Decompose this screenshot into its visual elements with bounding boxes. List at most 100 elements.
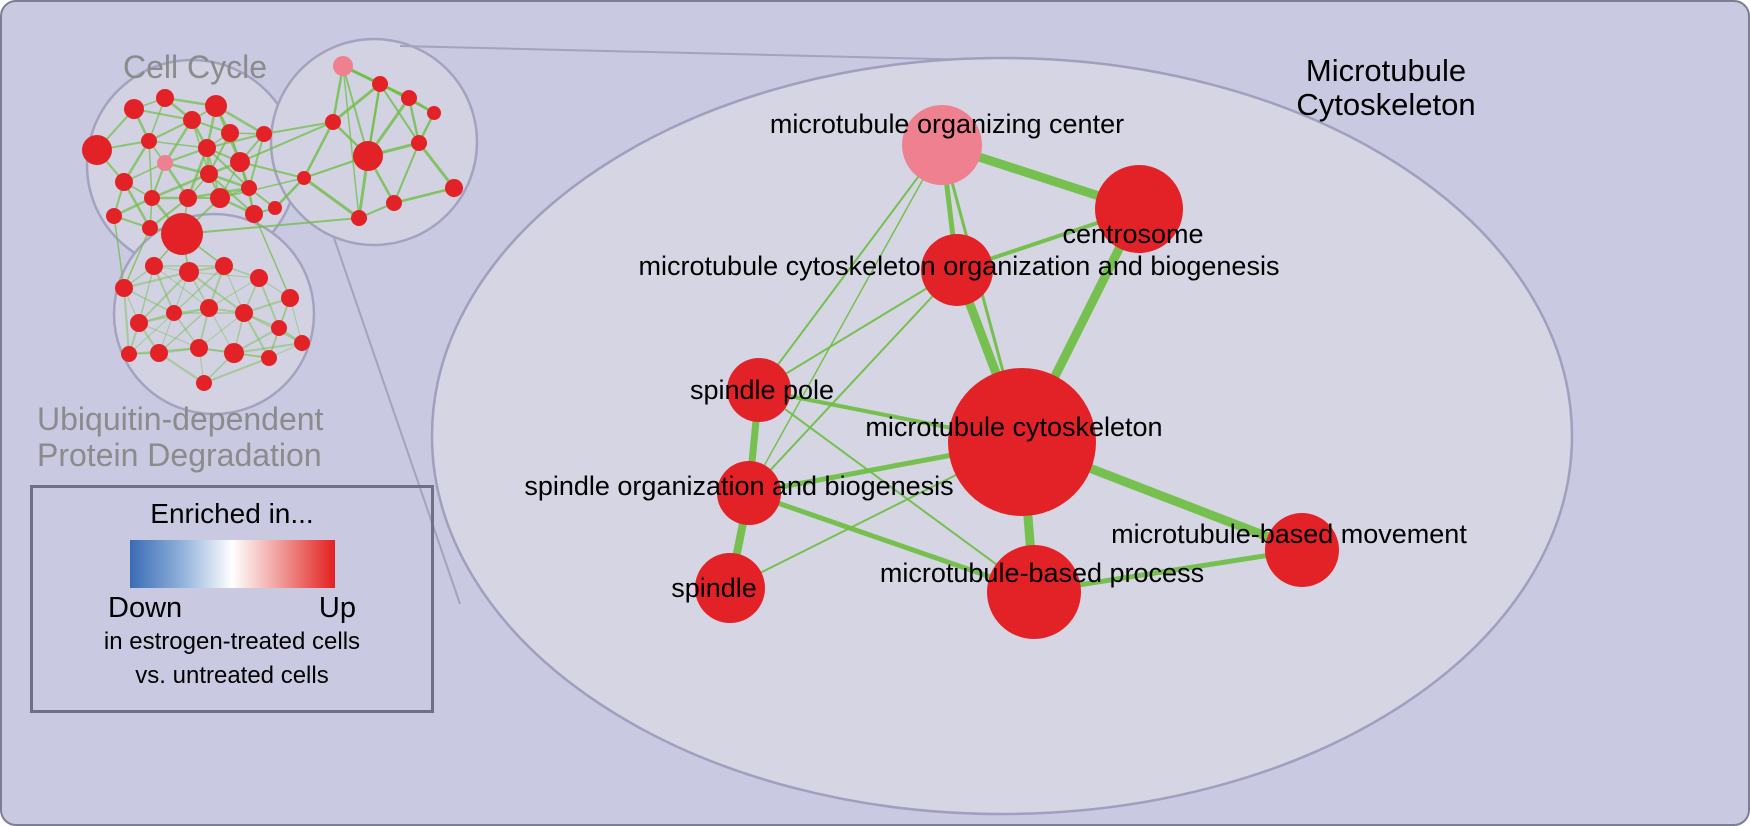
minimap-node — [333, 56, 353, 76]
edge-spindle-organization-and-biogenesis--microtubule-based-process — [746, 490, 1037, 595]
minimap-node — [166, 305, 182, 321]
label-centrosome: centrosome — [1062, 219, 1203, 249]
minimap-bridge-edge — [342, 65, 369, 157]
legend-up-label: Up — [318, 592, 356, 624]
minimap-edge — [206, 132, 265, 150]
minimap-node — [156, 89, 174, 107]
label-microtubule-cytoskeleton-organization-and-biogenesis: microtubule cytoskeleton organization an… — [639, 251, 1280, 281]
minimap-node — [161, 213, 203, 255]
minimap-edge — [123, 287, 175, 314]
minimap-node — [198, 139, 216, 157]
minimap — [82, 37, 479, 416]
edge-microtubule-cytoskeleton-organization-and-biogenesis--spindle-pole — [758, 269, 958, 391]
minimap-bridge-edge — [263, 121, 334, 135]
minimap-node — [215, 257, 233, 275]
legend-subtitle-1: in estrogen-treated cells — [103, 628, 361, 655]
minimap-node — [351, 210, 367, 226]
legend-subtitle-2: vs. untreated cells — [135, 662, 329, 690]
edge-microtubule-cytoskeleton-organization-and-biogenesis--spindle-organization-and-biogenesis — [748, 269, 958, 494]
minimap-edge — [158, 352, 205, 384]
minimap-node — [261, 350, 277, 366]
minimap-edge — [153, 265, 210, 309]
minimap-node — [445, 179, 463, 197]
microtubule-title-line2: Cytoskeleton — [1296, 87, 1475, 122]
node-centrosome — [1095, 165, 1183, 253]
minimap-node — [325, 114, 341, 130]
minimap-node — [235, 304, 253, 322]
minimap-edge — [332, 82, 381, 124]
node-spindle-organization-and-biogenesis — [717, 461, 781, 525]
minimap-edge — [247, 133, 266, 189]
minimap-edge — [302, 121, 335, 179]
minimap-node — [271, 320, 287, 336]
minimap-bridge-edge — [253, 213, 291, 299]
minimap-node — [224, 343, 244, 363]
minimap-edge — [208, 277, 260, 309]
minimap-edge — [393, 142, 420, 204]
minimap-node — [106, 208, 122, 224]
minimap-node — [245, 205, 263, 223]
minimap-edge — [138, 265, 155, 324]
network: microtubule organizing centercentrosomem… — [524, 105, 1467, 639]
minimap-edge — [188, 271, 245, 314]
minimap-edge — [123, 270, 190, 290]
minimap-node — [241, 180, 257, 196]
minimap-edge — [393, 186, 455, 205]
ubiquitin-label-line2: Protein Degradation — [37, 437, 322, 473]
minimap-node — [205, 95, 227, 117]
minimap-node — [281, 289, 299, 307]
label-microtubule-based-process: microtubule-based process — [880, 558, 1204, 588]
minimap-bridge-edge — [181, 217, 360, 235]
minimap-bridge-edge — [239, 161, 305, 179]
minimap-node — [200, 299, 218, 317]
minimap-bridge-edge — [123, 227, 151, 289]
minimap-bridge-edge — [342, 65, 360, 219]
node-microtubule-cytoskeleton — [948, 368, 1096, 516]
zoom-connector-bottom — [333, 237, 461, 605]
minimap-edge — [122, 287, 131, 355]
node-microtubule-based-process — [987, 545, 1081, 639]
minimap-node — [157, 155, 173, 171]
edge-microtubule-organizing-center--spindle-pole — [758, 144, 943, 391]
minimap-edge — [128, 312, 175, 355]
node-spindle-pole — [727, 358, 791, 422]
minimap-node — [190, 339, 208, 357]
minimap-edge — [206, 147, 250, 189]
label-spindle-organization-and-biogenesis: spindle organization and biogenesis — [524, 471, 953, 501]
minimap-node — [121, 346, 137, 362]
node-spindle — [695, 553, 765, 623]
label-spindle: spindle — [671, 573, 757, 603]
minimap-edge — [158, 307, 210, 354]
minimap-node — [230, 152, 250, 172]
node-microtubule-cytoskeleton-organization-and-biogenesis — [921, 234, 993, 306]
minimap-node — [411, 135, 427, 151]
minimap-edge — [173, 265, 225, 314]
minimap-node — [183, 111, 201, 129]
minimap-edge — [138, 271, 190, 324]
microtubule-title-line1: Microtubule — [1306, 53, 1466, 88]
legend-axis-labels: Down Up — [108, 592, 356, 625]
minimap-node — [179, 262, 199, 282]
minimap-node — [294, 335, 310, 351]
minimap-edge — [151, 172, 210, 200]
legend-gradient-bar — [129, 540, 335, 588]
minimap-bridge-edge — [113, 215, 125, 289]
legend-down-label: Down — [108, 592, 183, 624]
minimap-node — [145, 257, 163, 275]
minimap-node — [196, 375, 212, 391]
node-microtubule-organizing-center — [902, 105, 982, 185]
legend: Enriched in... Down Up in estrogen-treat… — [30, 485, 434, 713]
minimap-node — [353, 141, 383, 171]
edge-spindle-pole--microtubule-based-process — [758, 389, 1035, 593]
minimap-node — [150, 344, 168, 362]
minimap-node — [144, 190, 160, 206]
node-microtubule-based-movement — [1265, 513, 1339, 587]
cluster-circle-microtubule — [269, 37, 479, 247]
minimap-node — [401, 90, 417, 106]
minimap-node — [256, 126, 272, 142]
minimap-node — [142, 220, 158, 236]
minimap-edge — [417, 142, 456, 189]
minimap-edge — [138, 322, 200, 349]
minimap-bridge-edge — [239, 121, 334, 163]
